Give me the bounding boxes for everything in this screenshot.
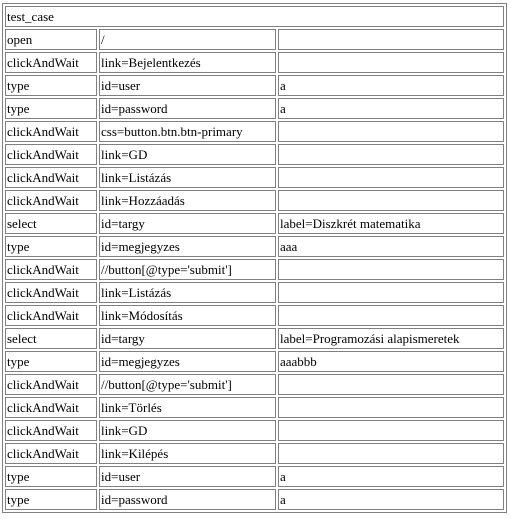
command-cell: clickAndWait	[5, 121, 97, 142]
command-cell: type	[5, 466, 97, 487]
value-cell	[278, 420, 504, 441]
value-cell: aaa	[278, 236, 504, 257]
command-cell: open	[5, 29, 97, 50]
command-row: clickAndWait//button[@type='submit']	[5, 374, 504, 395]
command-cell: select	[5, 213, 97, 234]
value-cell	[278, 305, 504, 326]
command-cell: clickAndWait	[5, 374, 97, 395]
value-cell	[278, 52, 504, 73]
command-cell: type	[5, 489, 97, 510]
target-cell: id=user	[99, 466, 276, 487]
target-cell: //button[@type='submit']	[99, 259, 276, 280]
value-cell: a	[278, 466, 504, 487]
target-cell: css=button.btn.btn-primary	[99, 121, 276, 142]
value-cell	[278, 397, 504, 418]
command-cell: clickAndWait	[5, 52, 97, 73]
target-cell: link=Hozzáadás	[99, 190, 276, 211]
value-cell	[278, 121, 504, 142]
command-cell: type	[5, 98, 97, 119]
command-cell: select	[5, 328, 97, 349]
command-cell: clickAndWait	[5, 397, 97, 418]
target-cell: /	[99, 29, 276, 50]
target-cell: link=GD	[99, 420, 276, 441]
value-cell	[278, 443, 504, 464]
command-row: open/	[5, 29, 504, 50]
command-cell: clickAndWait	[5, 259, 97, 280]
target-cell: id=user	[99, 75, 276, 96]
target-cell: id=targy	[99, 213, 276, 234]
target-cell: link=Listázás	[99, 167, 276, 188]
value-cell	[278, 190, 504, 211]
target-cell: //button[@type='submit']	[99, 374, 276, 395]
command-cell: clickAndWait	[5, 305, 97, 326]
target-cell: id=megjegyzes	[99, 236, 276, 257]
value-cell	[278, 259, 504, 280]
value-cell: aaabbb	[278, 351, 504, 372]
command-cell: type	[5, 351, 97, 372]
value-cell	[278, 29, 504, 50]
target-cell: id=password	[99, 98, 276, 119]
target-cell: link=Bejelentkezés	[99, 52, 276, 73]
command-cell: clickAndWait	[5, 190, 97, 211]
value-cell	[278, 282, 504, 303]
target-cell: link=Módosítás	[99, 305, 276, 326]
value-cell: a	[278, 98, 504, 119]
test-case-title: test_case	[5, 6, 504, 27]
target-cell: id=password	[99, 489, 276, 510]
target-cell: link=Kilépés	[99, 443, 276, 464]
value-cell: label=Programozási alapismeretek	[278, 328, 504, 349]
target-cell: link=Listázás	[99, 282, 276, 303]
value-cell	[278, 374, 504, 395]
command-cell: type	[5, 236, 97, 257]
command-cell: clickAndWait	[5, 420, 97, 441]
command-cell: clickAndWait	[5, 167, 97, 188]
value-cell	[278, 167, 504, 188]
title-row: test_case	[5, 6, 504, 27]
value-cell	[278, 144, 504, 165]
target-cell: id=megjegyzes	[99, 351, 276, 372]
command-cell: type	[5, 75, 97, 96]
target-cell: link=GD	[99, 144, 276, 165]
command-cell: clickAndWait	[5, 144, 97, 165]
value-cell: a	[278, 75, 504, 96]
value-cell: label=Diszkrét matematika	[278, 213, 504, 234]
command-cell: clickAndWait	[5, 282, 97, 303]
target-cell: id=targy	[99, 328, 276, 349]
command-row: clickAndWait//button[@type='submit']	[5, 259, 504, 280]
value-cell: a	[278, 489, 504, 510]
command-cell: clickAndWait	[5, 443, 97, 464]
target-cell: link=Törlés	[99, 397, 276, 418]
